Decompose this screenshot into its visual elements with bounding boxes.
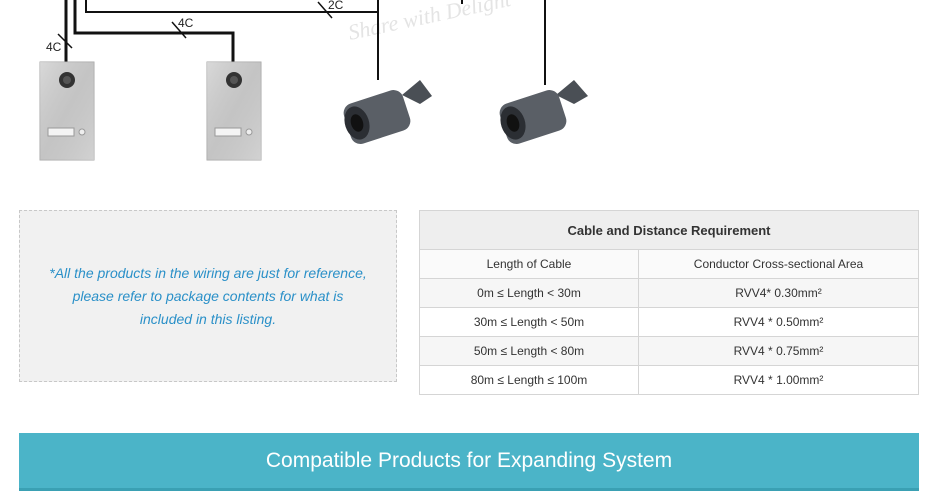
table-row: 50m ≤ Length < 80m RVV4 * 0.75mm² bbox=[419, 336, 919, 366]
wires bbox=[64, 0, 546, 85]
cell-area: RVV4 * 0.75mm² bbox=[638, 336, 919, 366]
bullet-camera-1 bbox=[343, 80, 432, 144]
note-box: *All the products in the wiring are just… bbox=[19, 210, 397, 382]
cell-length: 30m ≤ Length < 50m bbox=[419, 307, 639, 337]
wire-label-2c: 2C bbox=[328, 0, 344, 12]
cell-area: RVV4 * 0.50mm² bbox=[638, 307, 919, 337]
watermark: Share with Delight bbox=[346, 0, 514, 45]
cell-length: 80m ≤ Length ≤ 100m bbox=[419, 365, 639, 395]
banner-heading: Compatible Products for Expanding System bbox=[265, 448, 673, 472]
section-banner: Compatible Products for Expanding System bbox=[19, 433, 919, 491]
table-row: 30m ≤ Length < 50m RVV4 * 0.50mm² bbox=[419, 307, 919, 337]
door-station-1 bbox=[39, 61, 95, 161]
wiring-note: *All the products in the wiring are just… bbox=[49, 264, 367, 327]
wire-label-4c-left: 4C bbox=[46, 40, 62, 54]
wiring-diagram: Share with Delight 4C 4C 2C bbox=[39, 0, 588, 161]
wire-label-4c-mid: 4C bbox=[178, 16, 194, 30]
cell-area: RVV4* 0.30mm² bbox=[638, 278, 919, 308]
bullet-camera-2 bbox=[499, 80, 588, 144]
column-header-area: Conductor Cross-sectional Area bbox=[638, 249, 919, 279]
cell-length: 0m ≤ Length < 30m bbox=[419, 278, 639, 308]
table-row: 0m ≤ Length < 30m RVV4* 0.30mm² bbox=[419, 278, 919, 308]
cable-distance-table: Cable and Distance Requirement Length of… bbox=[419, 210, 919, 395]
column-header-length: Length of Cable bbox=[419, 249, 639, 279]
table-title: Cable and Distance Requirement bbox=[419, 210, 919, 250]
cell-length: 50m ≤ Length < 80m bbox=[419, 336, 639, 366]
door-station-2 bbox=[206, 61, 262, 161]
table-row: 80m ≤ Length ≤ 100m RVV4 * 1.00mm² bbox=[419, 365, 919, 395]
cell-area: RVV4 * 1.00mm² bbox=[638, 365, 919, 395]
